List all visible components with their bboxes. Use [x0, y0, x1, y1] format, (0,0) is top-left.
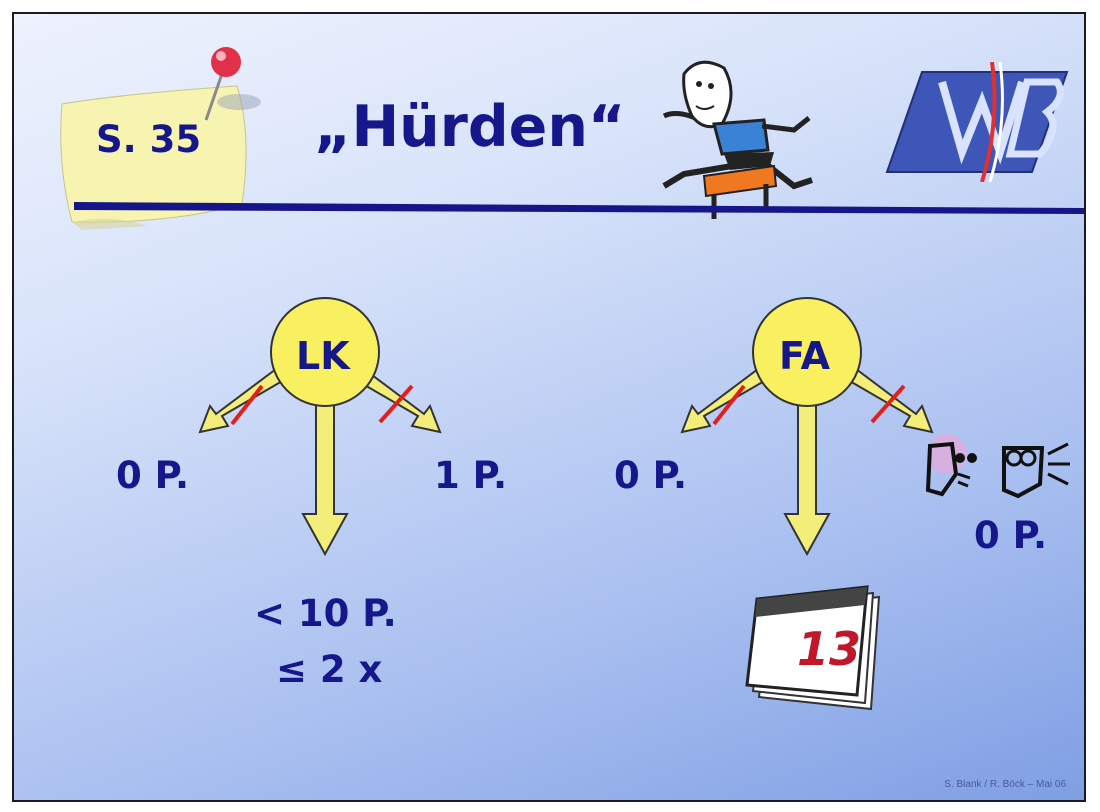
fa-left-arrow [680, 367, 768, 434]
pushpin-icon [204, 47, 261, 121]
fa-label: FA [779, 334, 831, 378]
calendar-day: 13 [797, 622, 861, 676]
lk-right-strike [378, 384, 414, 424]
lk-left-strike [230, 384, 264, 426]
people-icon [925, 434, 1070, 499]
lk-down-arrow [301, 383, 349, 557]
lk-left-result: 0 P. [116, 454, 190, 497]
page-title: „Hürden“ [314, 94, 626, 160]
lk-right-result: 1 P. [434, 454, 508, 497]
flow-diagram [198, 297, 934, 557]
fa-left-strike [712, 384, 746, 426]
fa-right-strike [870, 384, 906, 424]
hurdle-runner-icon [662, 60, 813, 219]
wb-logo-icon [885, 62, 1069, 182]
lk-node [270, 297, 380, 407]
fa-down-arrow [783, 383, 831, 557]
fa-right-result: 0 P. [974, 514, 1048, 557]
page-reference: S. 35 [96, 118, 202, 161]
title-divider [74, 202, 1084, 214]
fa-node [752, 297, 862, 407]
lk-down-result-1: < 10 P. [254, 592, 397, 635]
fa-left-result: 0 P. [614, 454, 688, 497]
lk-down-result-2: ≤ 2 x [276, 648, 383, 691]
lk-left-arrow [198, 367, 286, 434]
footer-credit: S. Blank / R. Böck – Mai 06 [944, 779, 1066, 790]
calendar-icon: 13 [745, 585, 881, 711]
slide: S. 35 „Hürden“ [12, 12, 1086, 802]
lk-label: LK [296, 334, 350, 378]
